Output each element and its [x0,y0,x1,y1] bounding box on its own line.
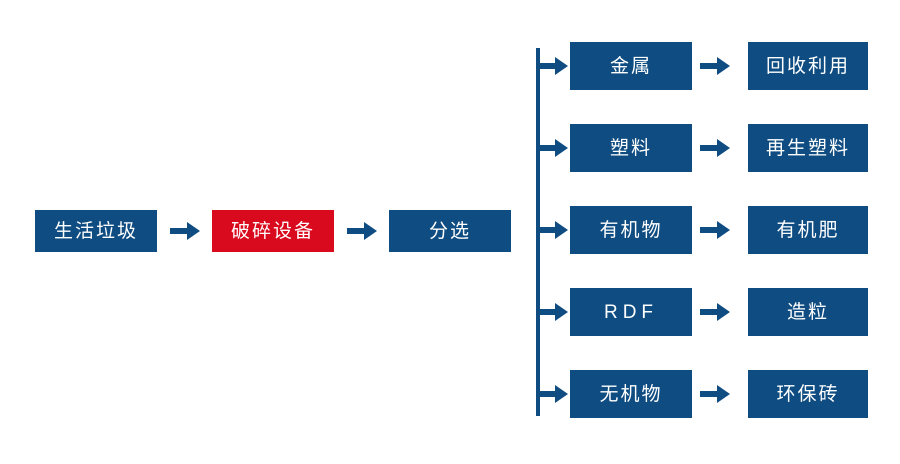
node-product-organic-fertilizer[interactable]: 有机肥 [748,206,868,254]
arrow-right-icon [700,218,730,242]
node-material-inorganic[interactable]: 无机物 [570,370,692,418]
arrow-right-icon [700,54,730,78]
node-material-organic[interactable]: 有机物 [570,206,692,254]
node-waste[interactable]: 生活垃圾 [35,210,157,252]
arrow-right-icon [538,218,568,242]
node-product-eco-brick[interactable]: 环保砖 [748,370,868,418]
node-product-recycling[interactable]: 回收利用 [748,42,868,90]
node-product-recycled-plastic[interactable]: 再生塑料 [748,124,868,172]
arrow-right-icon [538,382,568,406]
arrow-right-icon [700,300,730,324]
node-material-rdf[interactable]: RDF [570,288,692,336]
arrow-right-icon [347,219,377,243]
arrow-right-icon [170,219,200,243]
arrow-right-icon [538,136,568,160]
node-sorting[interactable]: 分选 [389,210,511,252]
arrow-right-icon [538,54,568,78]
arrow-right-icon [700,382,730,406]
arrow-right-icon [700,136,730,160]
arrow-right-icon [538,300,568,324]
node-material-metal[interactable]: 金属 [570,42,692,90]
node-material-plastic[interactable]: 塑料 [570,124,692,172]
node-product-granulation[interactable]: 造粒 [748,288,868,336]
node-crusher[interactable]: 破碎设备 [212,210,334,252]
